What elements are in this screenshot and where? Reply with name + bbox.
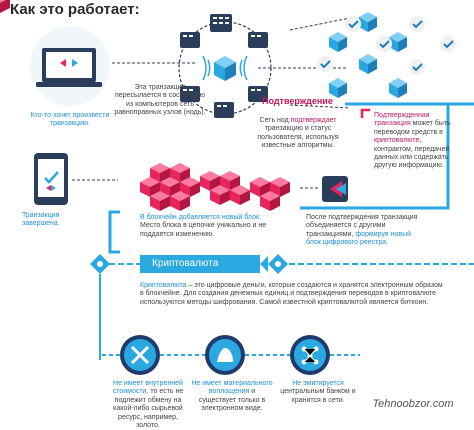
step3-text: Сеть нод подтверждает транзакцию и стату… — [250, 117, 346, 151]
laptop-icon — [30, 26, 110, 106]
bottom-item-2: Не имеет материального воплощения и суще… — [190, 380, 274, 414]
bottom-item-2-head: Не имеет материального воплощения — [191, 380, 273, 396]
step7-text: После подтверждения транзакция объединяе… — [306, 214, 426, 248]
step3-text-c: транзакцию и статус пользователя, исполь… — [257, 125, 339, 150]
step4-text-b: может быть переводом средств в — [374, 120, 451, 136]
checkmark-icons — [317, 16, 456, 75]
bottom-item-3-rest: центральным банком и хранится в сети. — [280, 388, 356, 404]
confirm-label: Подтверждение — [262, 96, 333, 106]
step5-text: Транзакция завершена. — [22, 212, 60, 228]
step2-text: Эта транзакция пересылается в состоящую … — [114, 84, 206, 117]
bottom-item-1: Не имеет внутренней стоимости, то есть н… — [106, 380, 190, 430]
dashed-connectors — [112, 17, 351, 109]
dashed-connectors-mid — [72, 179, 318, 189]
check-glyphs — [320, 20, 454, 72]
bottom-item-2-rest: и существует только в электронном виде. — [198, 388, 266, 413]
bottom-item-1-head: Не имеет внутренней стоимости, — [112, 380, 183, 396]
step6-text-b: Место блока в цепочке уникально и не под… — [140, 222, 267, 238]
bottom-item-3: Не эмитируется центральным банком и хран… — [278, 380, 358, 405]
step3-text-b: подтверждает — [290, 117, 337, 124]
magenta-bracket — [360, 108, 370, 118]
step4-text-a: Подтвержденная транзакция — [374, 112, 430, 128]
step7-text-a: После подтверждения транзакция объединяе… — [306, 214, 418, 238]
crypto-banner — [90, 254, 474, 274]
step4-text-c: криптовалюте — [374, 137, 420, 145]
step3-text-a: Сеть нод — [259, 117, 291, 124]
step7-text-b: формируя новый блок цифрового реестра. — [306, 230, 412, 247]
step6-text: В блокчейн добавляется новый блок. Место… — [140, 214, 270, 239]
bottom-icons — [100, 335, 360, 375]
step4-text: Подтвержденная транзакция может быть пер… — [374, 112, 454, 171]
crypto-label: Криптовалюта — [152, 258, 219, 269]
new-block-arrow-icon — [322, 176, 348, 202]
page-title: Как это работает: — [10, 1, 140, 18]
diagram-graphics — [0, 0, 474, 375]
step6-text-a: В блокчейн добавляется новый блок. — [140, 214, 261, 221]
watermark: Tehnoobzor.com — [352, 395, 474, 413]
bottom-item-3-head: Не эмитируется — [292, 380, 344, 387]
crypto-desc-a: Криптовалюта — [140, 282, 187, 289]
network-nodes-icon — [178, 14, 272, 118]
phone-icon — [34, 153, 68, 205]
step4-text-d: , контрактом, передачей данных или содер… — [374, 137, 450, 170]
crypto-desc-b: – это цифровые деньги, которые создаются… — [140, 282, 443, 306]
crypto-description: Криптовалюта – это цифровые деньги, кото… — [140, 282, 445, 307]
flow-line-right — [108, 104, 450, 254]
blockchain-blocks-icon — [0, 0, 290, 211]
step1-text: Кто-то хочет произвести транзакцию. — [30, 112, 110, 128]
